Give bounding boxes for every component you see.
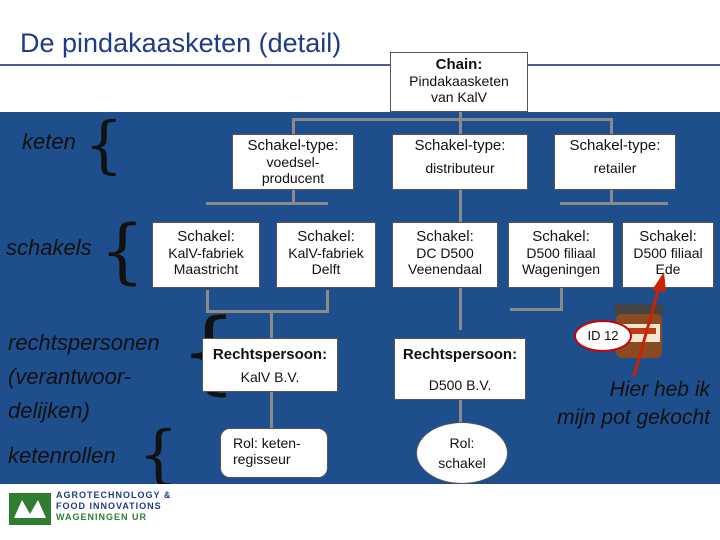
schakel-box-wageningen: Schakel: D500 filiaal Wageningen: [508, 222, 614, 288]
rechtspersonen-line3: delijken): [8, 398, 90, 423]
connector-legal1-to-role: [270, 392, 273, 428]
row-label-schakels: schakels: [6, 235, 92, 260]
legal-label: Rechtspersoon:: [212, 346, 328, 363]
type-value-line1: distributeur: [425, 160, 495, 176]
chain-box: Chain: Pindakaasketen van KalV: [390, 52, 528, 112]
type-label: Schakel-type:: [414, 137, 506, 154]
connector-schakel3-down: [459, 286, 462, 330]
rechtspersonen-line1: rechtspersonen: [8, 330, 160, 355]
role-line1: Rol: keten-: [233, 435, 301, 451]
connector-type3-split: [560, 202, 668, 205]
schakel-line1: D500 filiaal: [526, 245, 596, 261]
connector-schakel4-down: [560, 286, 563, 310]
connector-type3-vertical: [610, 118, 613, 144]
row-label-rechtspersonen: rechtspersonen (verantwoor- delijken): [8, 326, 160, 428]
schakel-line2: Wageningen: [521, 261, 601, 277]
schakel-line2: Maastricht: [173, 261, 239, 277]
annotation-arrow: [632, 272, 666, 377]
product-id-badge: ID 12: [574, 320, 632, 352]
schakel-label: Schakel:: [532, 228, 590, 245]
type-box-producent: Schakel-type: voedsel- producent: [232, 134, 354, 190]
schakel-label: Schakel:: [297, 228, 355, 245]
note-line2: mijn pot gekocht: [557, 406, 710, 429]
connector-type3-down: [610, 190, 613, 202]
legal-value: D500 B.V.: [428, 377, 492, 393]
footer: AGROTECHNOLOGY & FOOD INNOVATIONS WAGENI…: [0, 484, 720, 540]
chain-line2: van KalV: [430, 89, 488, 105]
connector-chain-vertical: [459, 112, 462, 144]
row-label-ketenrollen: ketenrollen: [8, 443, 116, 468]
connector-legal2-to-role: [459, 400, 462, 424]
legal-box-d500: Rechtspersoon: D500 B.V.: [394, 338, 526, 400]
note-line1: Hier heb ik: [609, 378, 710, 401]
connector-type2-down: [459, 190, 462, 222]
schakel-label: Schakel:: [177, 228, 235, 245]
chain-label: Chain:: [435, 56, 483, 73]
connector-type1-vertical: [292, 118, 295, 144]
type-value-line2: producent: [261, 170, 325, 186]
title-rule: [0, 64, 720, 66]
connector-schakel2-down: [326, 290, 329, 310]
brace-schakels: {: [100, 210, 145, 292]
schakel-line1: KalV-fabriek: [168, 245, 244, 261]
legal-label: Rechtspersoon:: [402, 346, 518, 363]
type-value-line1: retailer: [593, 160, 637, 176]
role-box-regisseur: Rol: keten- regisseur: [220, 428, 328, 478]
schakel-line2: Ede: [655, 261, 681, 277]
wur-logo-icon: [9, 493, 51, 525]
connector-type1-split: [206, 202, 328, 205]
schakel-box-delft: Schakel: KalV-fabriek Delft: [276, 222, 376, 288]
type-box-retailer: Schakel-type: retailer: [554, 134, 676, 190]
logo-line1: AGROTECHNOLOGY &: [56, 490, 172, 500]
schakel-label: Schakel:: [639, 228, 697, 245]
role-line2: schakel: [438, 455, 486, 471]
role-line2: regisseur: [233, 451, 291, 467]
type-label: Schakel-type:: [247, 137, 339, 154]
connector-legal1-join: [206, 310, 329, 313]
type-label: Schakel-type:: [569, 137, 661, 154]
legal-value: KalV B.V.: [240, 369, 300, 385]
schakel-line2: Delft: [311, 261, 341, 277]
brace-keten: {: [84, 108, 124, 181]
annotation-note: Hier heb ik mijn pot gekocht: [500, 376, 710, 432]
logo-text: AGROTECHNOLOGY & FOOD INNOVATIONS WAGENI…: [56, 490, 171, 523]
schakel-box-ede: Schakel: D500 filiaal Ede: [622, 222, 714, 288]
logo-line3: WAGENINGEN UR: [56, 512, 148, 522]
connector-top-horizontal: [292, 118, 613, 121]
type-value-line1: voedsel-: [266, 154, 320, 170]
page-title: De pindakaasketen (detail): [20, 28, 342, 58]
role-box-schakel: Rol: schakel: [416, 422, 508, 484]
connector-type1-down: [292, 190, 295, 202]
schakel-line1: KalV-fabriek: [288, 245, 364, 261]
schakel-label: Schakel:: [416, 228, 474, 245]
connector-schakel1-down: [206, 290, 209, 310]
schakel-line1: D500 filiaal: [633, 245, 703, 261]
logo-line2: FOOD INNOVATIONS: [56, 501, 162, 511]
brace-ketenrollen: {: [138, 418, 179, 492]
schakel-line1: DC D500: [416, 245, 474, 261]
chain-line1: Pindakaasketen: [409, 73, 509, 89]
schakel-box-maastricht: Schakel: KalV-fabriek Maastricht: [152, 222, 260, 288]
row-label-keten: keten: [22, 129, 76, 154]
rechtspersonen-line2: (verantwoor-: [8, 364, 132, 389]
connector-legal1-down: [270, 310, 273, 338]
type-box-distributeur: Schakel-type: distributeur: [392, 134, 528, 190]
connector-schakel4-join: [510, 308, 563, 311]
role-line1: Rol:: [449, 435, 475, 451]
schakel-box-veenendaal: Schakel: DC D500 Veenendaal: [392, 222, 498, 288]
schakel-line2: Veenendaal: [408, 261, 482, 277]
legal-box-kalv: Rechtspersoon: KalV B.V.: [202, 338, 338, 392]
